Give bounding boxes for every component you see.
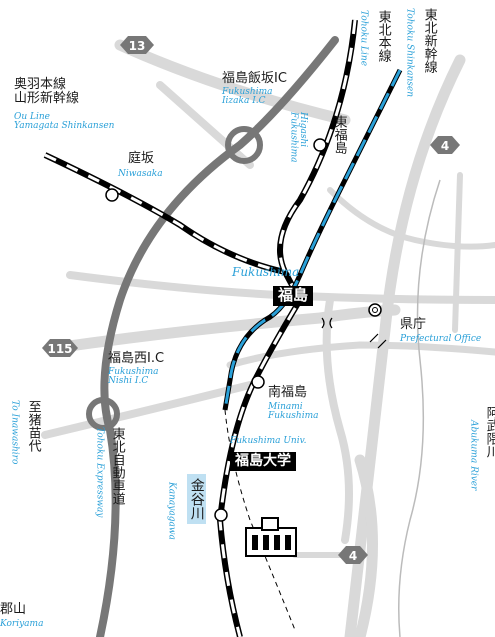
iizaka-ic-label-jp: 福島飯坂IC xyxy=(222,71,287,86)
prefectural-office-label-jp: 県庁 xyxy=(400,317,427,332)
ou-line-label-en: Ou Line Yamagata Shinkansen xyxy=(14,112,115,132)
ou-line-rail-bed xyxy=(43,152,286,275)
tohoku-shinkansen-label-en: Tohoku Shinkansen xyxy=(404,8,415,98)
inawashiro-label-en: To Inawashiro xyxy=(9,400,20,465)
route-shield-4-south-label: 4 xyxy=(349,549,357,563)
koriyama-label-en: Koriyama xyxy=(0,619,44,629)
abukuma-river-label-en: Abukuma River xyxy=(468,420,479,491)
shinkansen-rail-dash xyxy=(223,69,402,411)
route-shield-13: 13 xyxy=(120,36,154,54)
expressway xyxy=(96,36,339,637)
interchange-nishi xyxy=(86,397,120,431)
shinkansen-tunnel xyxy=(224,409,296,631)
road-south-branch xyxy=(226,341,495,369)
koriyama-label-jp: 郡山 xyxy=(0,602,27,617)
abukuma-river-label-jp: 阿武隈川 xyxy=(483,406,495,458)
inawashiro-label-jp: 至猪苗代 xyxy=(25,400,41,452)
road-south-center xyxy=(322,296,353,544)
tohoku-line-label-en: Tohoku Line xyxy=(358,10,369,67)
road-route-4-north xyxy=(344,54,466,637)
tohoku-line-rail-dash xyxy=(218,19,357,637)
fukushima-univ-label-en: Fukushima Univ. xyxy=(230,436,307,446)
bridge-icon xyxy=(369,333,387,349)
station-minami-fukushima xyxy=(251,375,265,389)
iizaka-ic-label-en: Fukushima Iizaka I.C xyxy=(222,87,273,107)
interchange-iizaka xyxy=(225,126,263,164)
tohoku-expressway-label-en: Tohoku Expressway xyxy=(94,427,105,518)
route-shield-115-label: 115 xyxy=(47,342,72,356)
station-kanayagawa xyxy=(214,508,228,522)
station-higashi-fukushima xyxy=(313,138,327,152)
tohoku-expressway-road xyxy=(96,36,339,637)
route-shield-4-north: 4 xyxy=(430,136,460,154)
fukushima-station-label-en: Fukushima xyxy=(232,265,300,279)
tohoku-expressway-label-jp: 東北自動車道 xyxy=(109,427,125,505)
route-shield-13-label: 13 xyxy=(129,39,146,53)
tohoku-line-label-jp: 東北本線 xyxy=(375,10,391,62)
higashi-fukushima-label-jp: 東福島 xyxy=(331,115,347,154)
ou-line-rail-dash xyxy=(44,153,286,274)
tohoku-shinkansen-label-jp: 東北新幹線 xyxy=(421,8,437,73)
road-west-south xyxy=(41,381,254,439)
minami-fukushima-label-jp: 南福島 xyxy=(268,385,308,400)
route-shield-4-north-label: 4 xyxy=(441,139,449,153)
minami-fukushima-label-en: Minami Fukushima xyxy=(268,402,319,422)
road-route-13 xyxy=(114,39,351,126)
fukushima-univ-label-jp: 福島大学 xyxy=(230,452,296,471)
higashi-fukushima-label-en: Higashi Fukushima xyxy=(288,112,308,163)
nishi-ic-label-en: Fukushima Nishi I.C xyxy=(108,367,159,387)
abukuma-river xyxy=(398,179,441,637)
road-east-loop xyxy=(327,187,495,250)
kanayagawa-label-en: Kanayagawa xyxy=(166,482,177,540)
bridge-icon xyxy=(321,317,333,329)
road-route-115 xyxy=(49,304,401,354)
prefectural-office-label-en: Prefectural Office xyxy=(400,334,482,344)
prefectural-office-icon xyxy=(368,303,382,317)
nishi-ic-label-jp: 福島西I.C xyxy=(108,351,165,366)
niwasaka-label-jp: 庭坂 xyxy=(128,151,155,166)
route-shield-115: 115 xyxy=(42,339,78,357)
road-route-4-south xyxy=(354,454,378,637)
university-building-icon xyxy=(245,517,297,557)
kanayagawa-label-jp: 金谷川 xyxy=(187,474,206,524)
station-niwasaka xyxy=(105,188,119,202)
road-east-vertical xyxy=(452,172,463,333)
fukushima-station-label-jp: 福島 xyxy=(273,286,314,306)
route-shield-4-south: 4 xyxy=(338,546,368,564)
niwasaka-label-en: Niwasaka xyxy=(118,169,163,179)
ou-line-label-jp: 奥羽本線 山形新幹線 xyxy=(14,77,80,106)
